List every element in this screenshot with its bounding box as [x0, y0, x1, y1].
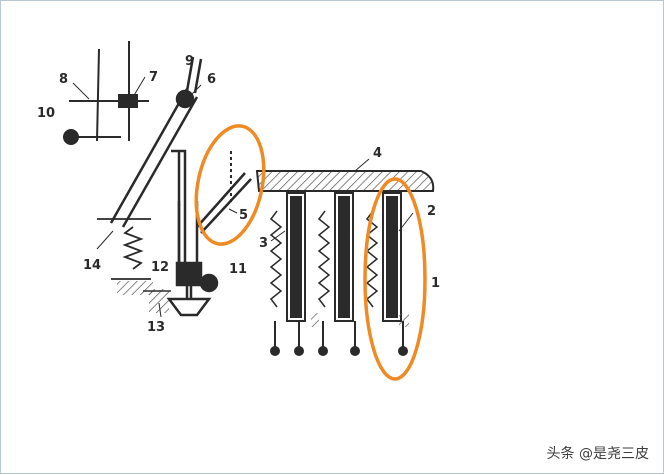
lever-spring: [97, 218, 153, 295]
label-6: 6: [207, 72, 216, 87]
label-8: 8: [59, 72, 68, 87]
fork-arm: [166, 149, 252, 317]
label-5: 5: [239, 208, 248, 223]
label-4: 4: [373, 146, 382, 161]
highlight-ellipse-upper: [194, 124, 266, 246]
label-9: 9: [185, 54, 194, 69]
label-11: 11: [229, 262, 247, 277]
plate-assembly: [269, 192, 409, 356]
label-13: 13: [147, 320, 165, 335]
highlight-ellipse-lower: [363, 177, 427, 381]
ground-support: [143, 289, 171, 313]
label-3: 3: [259, 236, 268, 251]
label-12: 12: [151, 260, 169, 275]
label-1: 1: [431, 276, 440, 291]
label-10: 10: [37, 106, 55, 121]
watermark-text: 头条 @是尧三皮: [546, 446, 649, 462]
top-beam: [255, 170, 435, 192]
main-lever: [109, 56, 203, 228]
label-14: 14: [83, 258, 101, 273]
label-2: 2: [427, 204, 436, 219]
upper-left-assembly: [63, 41, 149, 145]
label-7: 7: [149, 70, 158, 85]
